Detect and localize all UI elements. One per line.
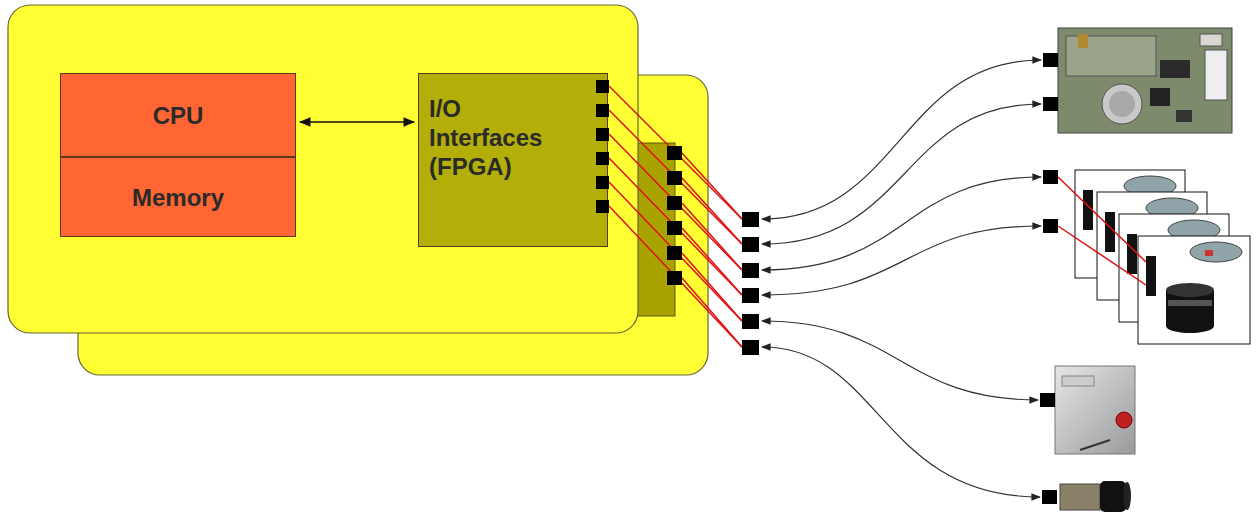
red-wires xyxy=(609,86,742,347)
connector-blocks xyxy=(742,212,759,355)
fpga-box: I/O Interfaces (FPGA) xyxy=(418,73,608,247)
receiver-board xyxy=(1043,28,1232,133)
fpga-pins xyxy=(596,80,682,285)
bus-arrow xyxy=(300,121,414,122)
cpu-box: CPU xyxy=(60,73,296,157)
sensor-box xyxy=(1040,366,1135,454)
device-links xyxy=(762,60,1041,497)
front-card xyxy=(8,5,638,333)
motor-controllers xyxy=(1043,170,1250,344)
box-label: I/O Interfaces (FPGA) xyxy=(429,94,569,181)
memory-box: Memory xyxy=(60,157,296,237)
camera xyxy=(1042,481,1131,512)
box-label: Memory xyxy=(132,183,224,212)
box-label: CPU xyxy=(153,101,204,130)
